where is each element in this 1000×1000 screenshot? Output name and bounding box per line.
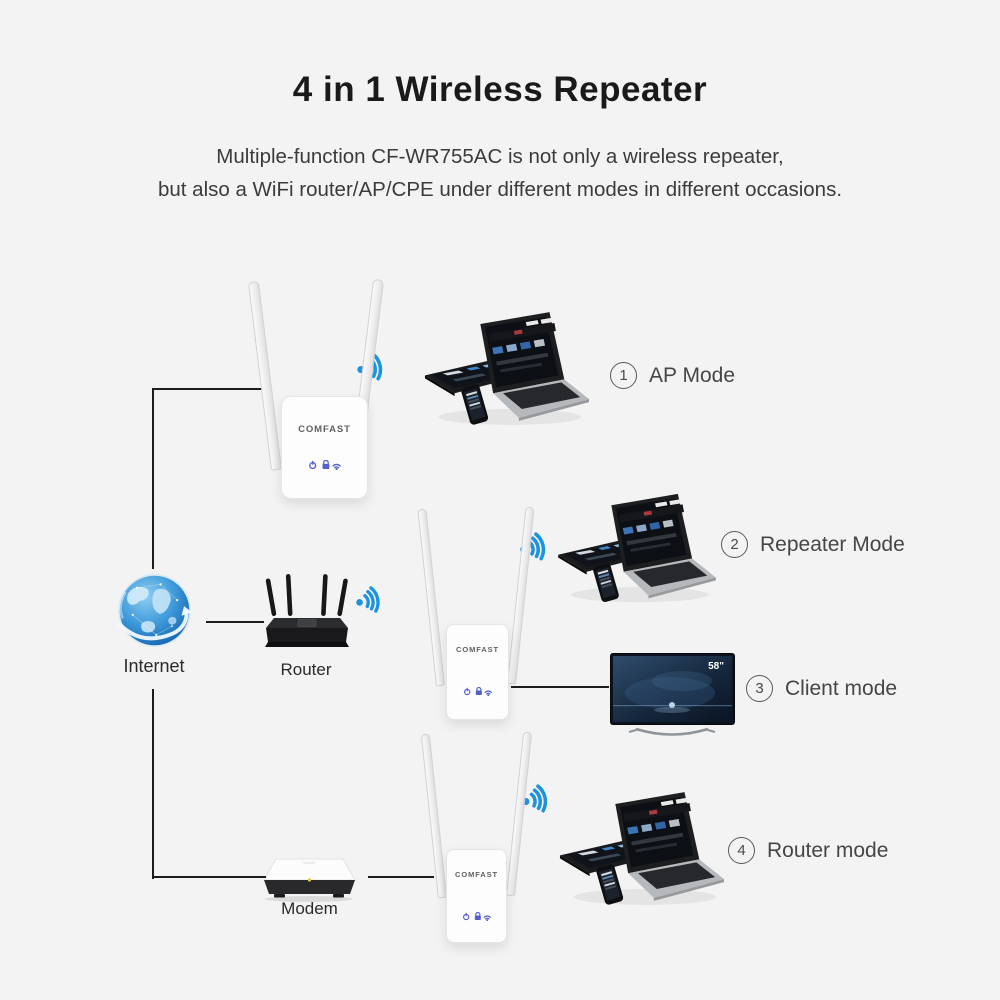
- mode-label-ap: AP Mode: [649, 363, 735, 387]
- mode-label-router: Router mode: [767, 838, 889, 862]
- connector-line-vertical-top: [152, 388, 154, 569]
- repeater1-device: COMFAST: [281, 396, 368, 499]
- tv-size-label: 58": [708, 661, 724, 672]
- internet-label: Internet: [123, 656, 185, 676]
- repeater1-antenna-left-icon: [247, 280, 282, 471]
- page-subtitle: Multiple-function CF-WR755AC is not only…: [0, 140, 1000, 206]
- mode-number-badge-4: 4: [728, 837, 755, 864]
- connector-line-modem-to-repeater3: [368, 876, 434, 878]
- modem-label: Modem: [281, 899, 338, 918]
- client-devices-icon-ap: [423, 310, 591, 429]
- mode-item-ap: 1 AP Mode: [610, 362, 735, 389]
- client-devices-icon-router-mode: [558, 790, 726, 909]
- subtitle-line-1: Multiple-function CF-WR755AC is not only…: [216, 145, 784, 168]
- connector-line-internet-to-repeater1: [153, 388, 266, 390]
- router-icon: [265, 574, 349, 647]
- tv-icon: 58": [610, 653, 735, 736]
- wifi-signal-icon-router-device: [352, 581, 390, 619]
- repeater2-antenna-left-icon: [417, 508, 445, 687]
- mode-item-router: 4 Router mode: [728, 837, 888, 864]
- repeater3-brand-logo: COMFAST: [455, 870, 498, 879]
- repeater3-led-indicators-icon: [462, 912, 492, 921]
- repeater3-device: COMFAST: [446, 849, 507, 943]
- connector-line-repeater2-to-tv: [511, 686, 609, 688]
- mode-item-client: 3 Client mode: [746, 675, 897, 702]
- router-label: Router: [280, 660, 332, 679]
- repeater2-device: COMFAST: [446, 624, 509, 720]
- subtitle-line-2: but also a WiFi router/AP/CPE under diff…: [157, 178, 843, 201]
- mode-label-client: Client mode: [785, 676, 898, 700]
- mode-number-badge-3: 3: [746, 675, 773, 702]
- mode-number-badge-1: 1: [610, 362, 637, 389]
- repeater1-led-indicators-icon: [308, 460, 342, 470]
- mode-number-badge-2: 2: [721, 531, 748, 558]
- internet-globe-icon: [117, 574, 192, 647]
- mode-item-repeater: 2 Repeater Mode: [721, 531, 905, 558]
- mode-label-repeater: Repeater Mode: [760, 532, 905, 556]
- repeater1-brand-logo: COMFAST: [298, 424, 351, 435]
- client-devices-icon-repeater: [556, 492, 718, 606]
- repeater2-led-indicators-icon: [463, 687, 493, 696]
- connector-line-internet-to-modem: [153, 876, 266, 878]
- repeater2-brand-logo: COMFAST: [456, 645, 499, 654]
- page-title: 4 in 1 Wireless Repeater: [292, 70, 708, 109]
- connector-line-internet-to-router: [206, 621, 264, 623]
- connector-line-vertical-bottom: [152, 689, 154, 879]
- repeater3-antenna-left-icon: [420, 733, 447, 899]
- modem-icon: [263, 858, 356, 902]
